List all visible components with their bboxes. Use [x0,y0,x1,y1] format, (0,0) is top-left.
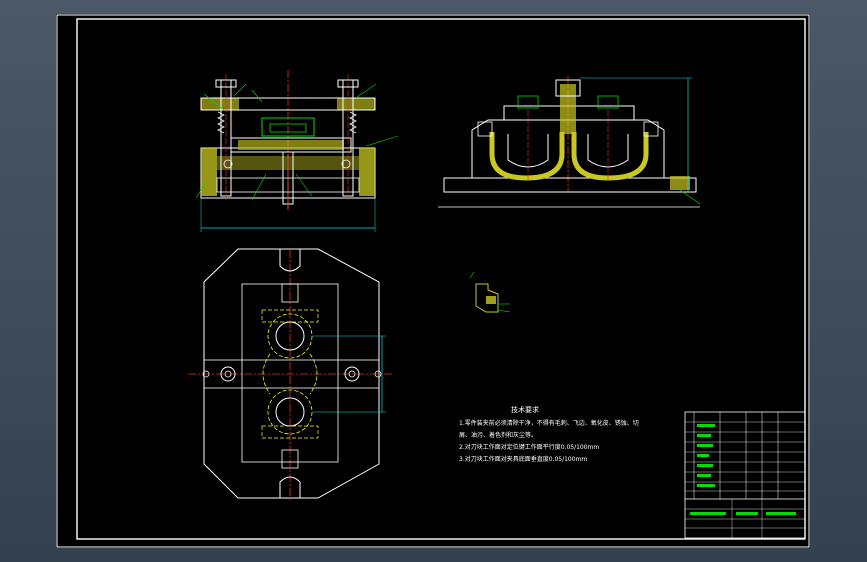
note-line-2: 屑、油污、着色剂和灰尘等。 [459,432,538,439]
leader-7 [251,173,267,201]
title-block [684,411,806,539]
detail-block [486,296,496,304]
side-leader [679,189,701,205]
outer-frame [56,14,810,548]
front-top-bar [200,97,376,111]
detail-leader-1 [469,271,475,279]
side-center-column [560,84,576,134]
leader-5 [365,135,399,147]
note-line-4: 3.对刀块工作面对夹具底面垂直度0.05/100mm [459,456,588,463]
plan-right-edge-hole [374,370,382,378]
plan-left-edge-hole [202,370,210,378]
front-right-wall [359,148,375,196]
front-top-left-block [201,98,239,110]
plan-view [188,248,394,500]
plan-right-bolt-inner [348,370,356,378]
leader-8 [295,173,313,197]
front-left-pivot [223,159,233,169]
side-left-cradle [489,132,565,181]
front-left-nut [215,79,237,88]
plan-left-bolt [220,366,236,382]
side-right-cradle [571,132,649,181]
front-section-view [195,70,399,232]
title-block-lower [685,499,805,538]
side-center-bolt [555,79,581,97]
title-block-rows [685,421,805,492]
detail-leader-3 [497,309,511,313]
cad-viewport[interactable]: 技术要求 1.零件装夹前必须清除干净，不得有毛刺、飞边、氧化皮、锈蚀、切 屑、油… [56,14,810,548]
front-right-nut [337,79,359,88]
plan-bottom-slot [279,476,301,498]
front-right-spring [349,111,357,134]
front-left-wall [201,148,217,196]
plan-bottom-key [281,449,299,469]
detail-outline [475,283,499,313]
side-green-1 [517,95,539,109]
note-line-1: 1.零件装夹前必须清除干净，不得有毛刺、飞边、氧化皮、锈蚀、切 [459,420,639,427]
plan-left-arc [262,353,271,395]
plan-right-arc [309,353,318,395]
side-section-view [438,76,701,208]
side-body [471,119,665,179]
title-block-frame [684,411,806,539]
plan-right-bolt [344,366,360,382]
side-right-block [643,121,659,137]
note-line-3: 2.对刀块工作面对定位键工作面平行度0.05/100mm [459,444,600,451]
leader-3 [251,89,263,103]
front-left-spring [217,111,225,134]
front-workpiece-inner [269,123,307,133]
plan-top-slot [279,249,301,272]
side-green-2 [597,95,619,109]
plan-left-bolt-inner [224,370,232,378]
side-left-block [477,121,493,137]
leader-4 [355,83,377,99]
front-bottom-plate [216,177,360,193]
front-plate-fill [238,140,344,150]
front-right-pivot [341,159,351,169]
front-top-right-block [337,98,375,110]
plan-top-block [261,309,319,323]
title-block-stamps [690,424,796,515]
plan-top-key [281,283,299,303]
side-base-plate [443,177,697,193]
detail-view [469,271,511,313]
plan-outline [203,248,380,499]
notes-title: 技术要求 [511,406,539,414]
side-setting-block [670,176,690,190]
inner-frame [76,18,806,540]
plan-cross-bar [203,359,380,389]
plan-bottom-block [261,425,319,439]
drawing-sheet [56,14,810,548]
leader-6 [195,181,207,199]
leader-1 [203,93,225,111]
leader-2 [233,83,247,97]
front-workpiece [261,117,315,137]
